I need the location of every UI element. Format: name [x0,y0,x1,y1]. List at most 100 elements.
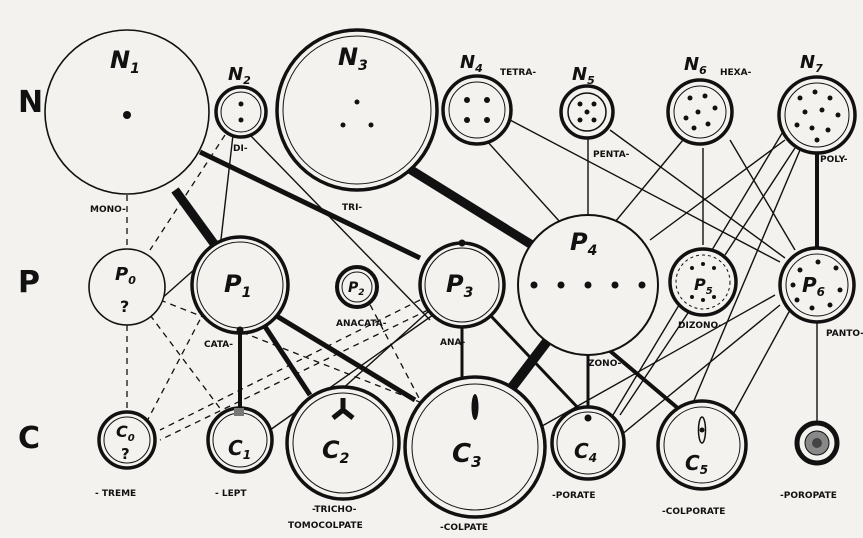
tag-treme: - TREME [95,489,136,499]
edge-p1-c3 [273,312,417,403]
node-label-n6: N6 [684,54,707,77]
node-c2: C2 -TRICHO- TOMOCOLPATE [285,385,401,531]
edge-n4-p6 [509,119,781,263]
node-label-c0: C0 [116,422,135,444]
node-label-c5: C5 [685,451,708,477]
node-label-p4: P4 [570,228,597,259]
unknown-mark-c0: ? [121,445,130,463]
edge-p3-c0b [159,309,429,441]
edge-p6-c5 [729,309,791,421]
edge-p3-c2 [329,309,431,401]
node-c1: C1 - LEPT [206,406,274,499]
node-c4: C4 -PORATE [550,405,626,501]
tag-anacata: ANACATA- [336,319,387,329]
node-p6: P6 PANTO- [778,246,863,339]
tag-di: DI- [233,144,248,154]
node-n7: N7 POLY- [777,52,857,165]
node-label-n5: N5 [572,64,595,87]
node-n2: N2 DI- [214,64,268,154]
tag-tricho: -TRICHO- [312,505,357,515]
colpus-mark [471,394,479,420]
node-label-n1: N1 [110,46,140,77]
node-p3: P3 ANA- [418,239,506,348]
tag-panto: PANTO- [826,329,863,339]
tag-ana: ANA- [440,338,465,348]
node-label-p2: P2 [348,280,365,298]
edge-n2-p0 [149,134,226,251]
edge-p0-c1 [149,314,226,416]
edge-p1-c2 [259,320,313,397]
node-label-p0: P0 [115,264,136,287]
node-label-p3: P3 [446,270,473,301]
tag-tomocolpate: TOMOCOLPATE [288,521,363,531]
node-label-p5: P5 [694,275,713,297]
node-p2: P2 ANACATA- [335,265,387,329]
lept-mark [234,408,244,416]
edge-p3-c4 [488,313,582,412]
tag-lept: - LEPT [215,489,247,499]
colporus-mark [697,416,707,444]
node-label-p1: P1 [224,270,251,301]
node-label-c2: C2 [322,436,349,467]
node-label-n2: N2 [228,64,251,87]
edge-n6-p4 [614,139,684,223]
node-label-p6: P6 [802,273,825,299]
tag-porate: -PORATE [552,491,595,501]
tag-tri: TRI- [342,203,362,213]
edge-p3-c0 [159,299,421,431]
unknown-mark-p0: ? [120,297,129,316]
edge-n5-p6 [609,129,786,259]
edge-n7-p4 [649,139,786,241]
node-c0: C0 ? - TREME [95,410,157,499]
row-labels: N P C [18,85,43,456]
edge-n1-p3 [198,149,422,261]
edge-n3-p4 [392,156,535,249]
edge-p4-c3 [506,336,552,394]
tag-hexa: HEXA- [720,68,752,78]
node-p1: P1 CATA- [190,235,290,350]
node-p4: P4 ZONO- [517,214,659,369]
node-c5: C5 -COLPORATE [656,399,748,517]
edge-n4-p4 [485,139,561,223]
node-n3: N3 TRI- [275,28,439,213]
node-n4: N4 TETRA- [441,52,536,146]
edge-p6-c4 [614,304,781,441]
tag-zono: ZONO- [588,359,622,369]
tag-poropate: -POROPATE [780,491,837,501]
edge-n2-p3 [249,134,431,321]
node-label-c4: C4 [574,439,597,465]
edge-p2-c3 [364,294,421,401]
node-p5: P5 DIZONO- [668,247,738,331]
row-label-c: C [18,421,40,456]
edge-n2-p1 [219,134,234,249]
tag-colpate: -COLPATE [440,523,488,533]
pore-dot [123,111,131,119]
edge-p1-c0 [144,309,206,426]
edge-n7-c5 [689,149,801,411]
node-label-c3: C3 [452,439,482,471]
tag-tetra: TETRA- [500,68,536,78]
trichotomocolpate-mark [331,398,355,420]
node-label-n7: N7 [800,52,823,75]
edge-n6-p6 [729,139,796,251]
tag-cata: CATA- [204,340,233,350]
node-c6: -POROPATE [780,420,840,501]
node-label-n4: N4 [460,52,483,75]
row-label-n: N [18,85,43,120]
node-p0: P0 ? [88,248,166,326]
tag-colporate: -COLPORATE [662,507,725,517]
node-label-c1: C1 [228,436,251,462]
edge-p4-c5 [601,343,682,412]
node-n1: N1 MONO- [44,29,210,215]
edge-p6-c3 [534,294,776,431]
node-n6: N6 HEXA- [666,54,752,146]
edge-n7-p5 [724,147,796,256]
node-label-n3: N3 [338,43,368,74]
edge-n1-p1 [171,187,219,248]
node-n5: N5 PENTA- [559,64,630,160]
tag-penta: PENTA- [593,150,630,160]
node-c3: C3 -COLPATE [403,375,547,533]
tag-poly: POLY- [820,155,848,165]
